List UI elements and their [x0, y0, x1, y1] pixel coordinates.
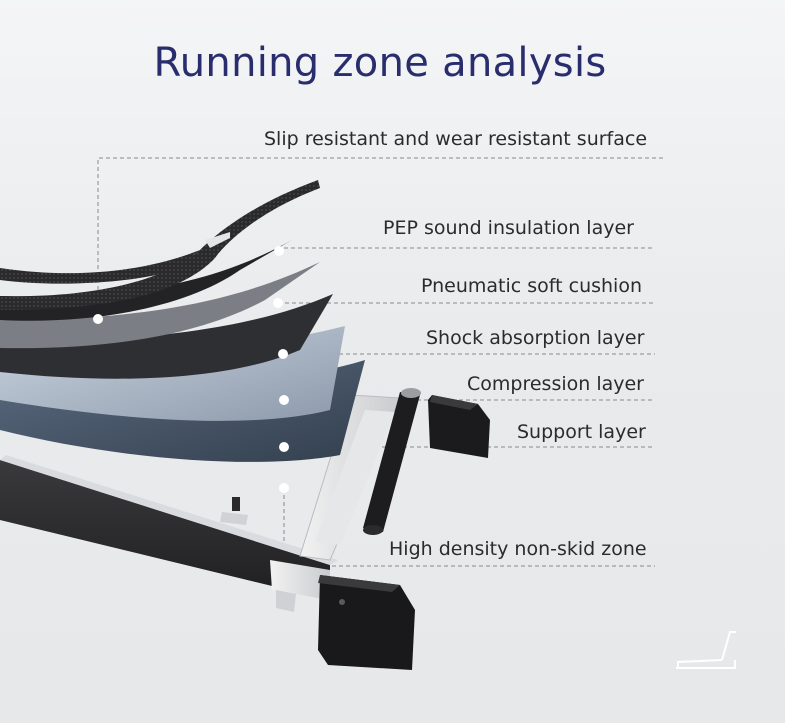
marker-dot-shock [278, 349, 288, 359]
layer-stack [0, 180, 365, 462]
label-cushion: Pneumatic soft cushion [421, 275, 643, 297]
label-shock: Shock absorption layer [426, 327, 645, 349]
treadmill-icon [676, 631, 736, 669]
roller [363, 388, 421, 535]
marker-dot-cushion [273, 298, 283, 308]
marker-dot-non-skid [279, 483, 289, 493]
leader-line-pep [278, 247, 655, 250]
mounting-bolts [220, 497, 296, 612]
marker-dot-pep [274, 246, 284, 256]
label-non-skid: High density non-skid zone [389, 538, 647, 560]
support-frame [299, 394, 401, 561]
end-cap-top [428, 395, 490, 458]
surface-layer-shape [0, 180, 320, 310]
label-support: Support layer [517, 421, 646, 443]
label-surface: Slip resistant and wear resistant surfac… [264, 128, 648, 150]
end-cap-bottom [318, 575, 415, 670]
frame-rail [0, 455, 338, 600]
cushion-layer-shape [0, 262, 320, 349]
marker-dots [93, 246, 289, 493]
marker-dot-support [279, 442, 289, 452]
page-title: Running zone analysis [153, 40, 607, 86]
shock-layer-shape [0, 294, 333, 379]
marker-dot-surface [93, 314, 103, 324]
label-pep: PEP sound insulation layer [383, 217, 634, 239]
label-compression: Compression layer [467, 373, 644, 395]
marker-dot-compression [279, 395, 289, 405]
